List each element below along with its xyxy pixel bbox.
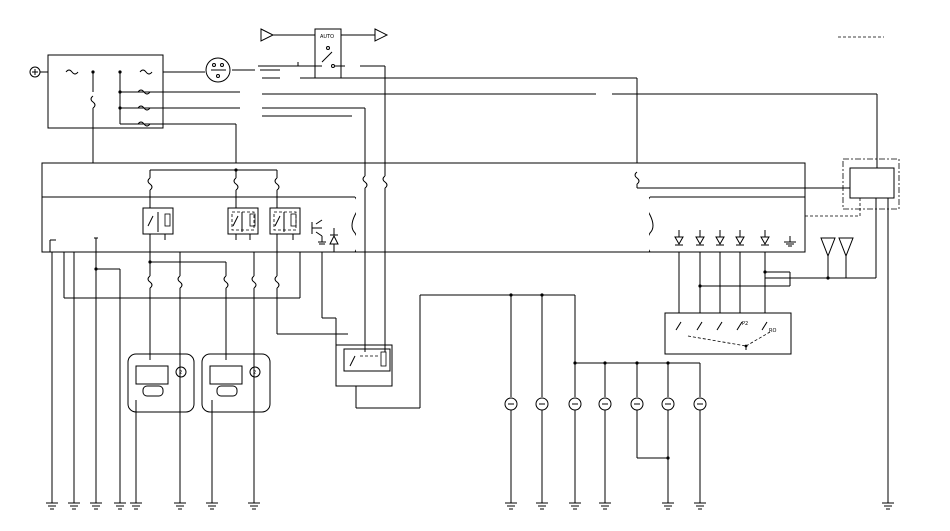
control-module [805,158,900,500]
ground-icon [130,500,142,510]
auto-switch-label: AUTO [320,34,334,40]
sensor-triangles [678,237,876,334]
ground-icon [569,500,581,510]
panel-diodes [674,230,796,247]
ground-icon [662,500,674,510]
svg-text:2: 2 [253,370,256,376]
ground-icon [206,500,218,510]
lamp-group [504,293,707,500]
heater-unit-1: 2 [127,353,195,413]
panel-fuses [147,66,818,345]
selector-label-p2: P2 [742,321,748,327]
panel-relays [142,207,301,240]
ground-icon [174,500,186,510]
panel-terminals [49,237,98,252]
transistor-diode [311,219,339,252]
ground-icon [46,500,58,510]
ground-icon [68,500,80,510]
auto-switch-box: AUTO [297,28,345,79]
feeder-wires [163,65,878,172]
ground-icon [114,500,126,510]
selector-switch-box: P2 RO [664,312,792,355]
selector-label-ro: RO [769,328,776,334]
heater-unit-2: 2 [201,353,271,413]
ground-icon [248,500,260,510]
signal-arrows [260,28,389,42]
ground-icon [505,500,517,510]
ground-icon [882,500,894,510]
lower-relay-box [335,294,575,409]
svg-text:2: 2 [179,370,182,376]
lower-wiring [51,240,348,500]
ground-icon [90,500,102,510]
ground-symbols [46,500,894,510]
ground-icon [599,500,611,510]
ground-icon [536,500,548,510]
motor-symbol [205,57,231,83]
ground-icon [694,500,706,510]
